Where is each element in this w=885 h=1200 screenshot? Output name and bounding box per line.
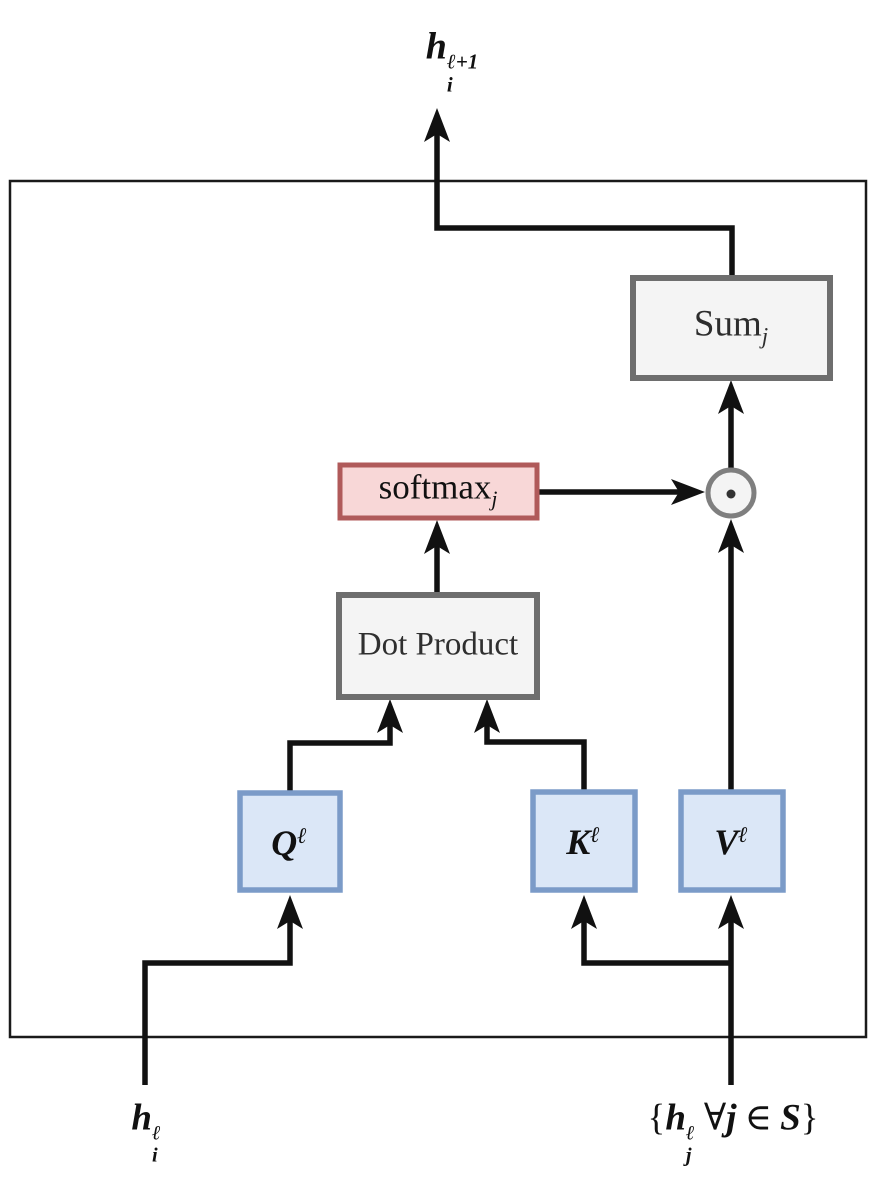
wire-input-to-key <box>581 921 731 966</box>
query-label-superscript: ℓ <box>297 822 307 848</box>
input-right-base: h <box>665 1097 686 1139</box>
value-label-text: V <box>714 822 739 863</box>
output-label-base: h <box>425 25 447 68</box>
value-label-superscript: ℓ <box>738 821 748 847</box>
query-label-text: Q <box>271 823 298 864</box>
arrowhead-query <box>277 895 303 929</box>
value-label: Vℓ <box>714 821 748 863</box>
dot-product-label: Dot Product <box>357 626 519 663</box>
input-right-close-brace: } <box>800 1097 819 1139</box>
query-node <box>237 790 343 893</box>
input-right-superscript: ℓ <box>685 1122 695 1145</box>
softmax-label-subscript: j <box>491 486 498 511</box>
sum-label-subscript: j <box>761 323 769 349</box>
input-right-var: j <box>726 1097 737 1139</box>
arrowhead-output <box>424 108 450 142</box>
input-left-subscript: i <box>151 1144 158 1167</box>
forall-symbol: ∀ <box>703 1097 727 1139</box>
arrowhead-dotproduct-left <box>377 699 403 733</box>
dot-icon <box>726 489 736 499</box>
wire-input-to-query <box>142 921 293 1085</box>
output-label-superscript: ℓ+1 <box>446 49 479 74</box>
arrowhead-key <box>571 895 597 929</box>
sum-label-text: Sum <box>693 303 762 345</box>
softmax-label-text: softmax <box>378 467 492 507</box>
softmax-label: softmaxj <box>379 469 498 510</box>
input-right-open-brace: { <box>647 1097 666 1139</box>
arrowhead-dotproduct-right <box>474 699 500 733</box>
arrowhead-value <box>718 895 744 929</box>
dot-product-node <box>336 592 540 700</box>
wire-query-to-dotproduct <box>287 725 393 793</box>
arrowhead-softmax <box>424 520 450 554</box>
arrowhead-product-left <box>671 479 705 505</box>
neighborhood-set-symbol: S <box>780 1097 801 1139</box>
wire-key-to-dotproduct <box>484 725 587 792</box>
wire-sum-to-output <box>434 132 735 278</box>
value-node <box>678 789 786 893</box>
input-right-subscript: j <box>685 1144 692 1167</box>
key-label-text: K <box>566 822 591 863</box>
input-left-base: h <box>131 1097 152 1139</box>
softmax-node <box>337 462 540 521</box>
arrowhead-sum <box>718 380 744 414</box>
output-label-subscript: i <box>446 72 453 97</box>
sum-label: Sumj <box>694 306 768 349</box>
key-label-superscript: ℓ <box>590 821 600 847</box>
key-node <box>530 789 638 893</box>
dot-product-label-text: Dot Product <box>357 626 519 663</box>
input-left-superscript: ℓ <box>151 1122 161 1145</box>
key-label: Kℓ <box>566 821 600 863</box>
sum-node <box>630 275 833 381</box>
element-of-symbol: ∈ <box>744 1097 772 1139</box>
arrowhead-product-bottom <box>718 519 744 553</box>
query-label: Qℓ <box>271 822 307 864</box>
